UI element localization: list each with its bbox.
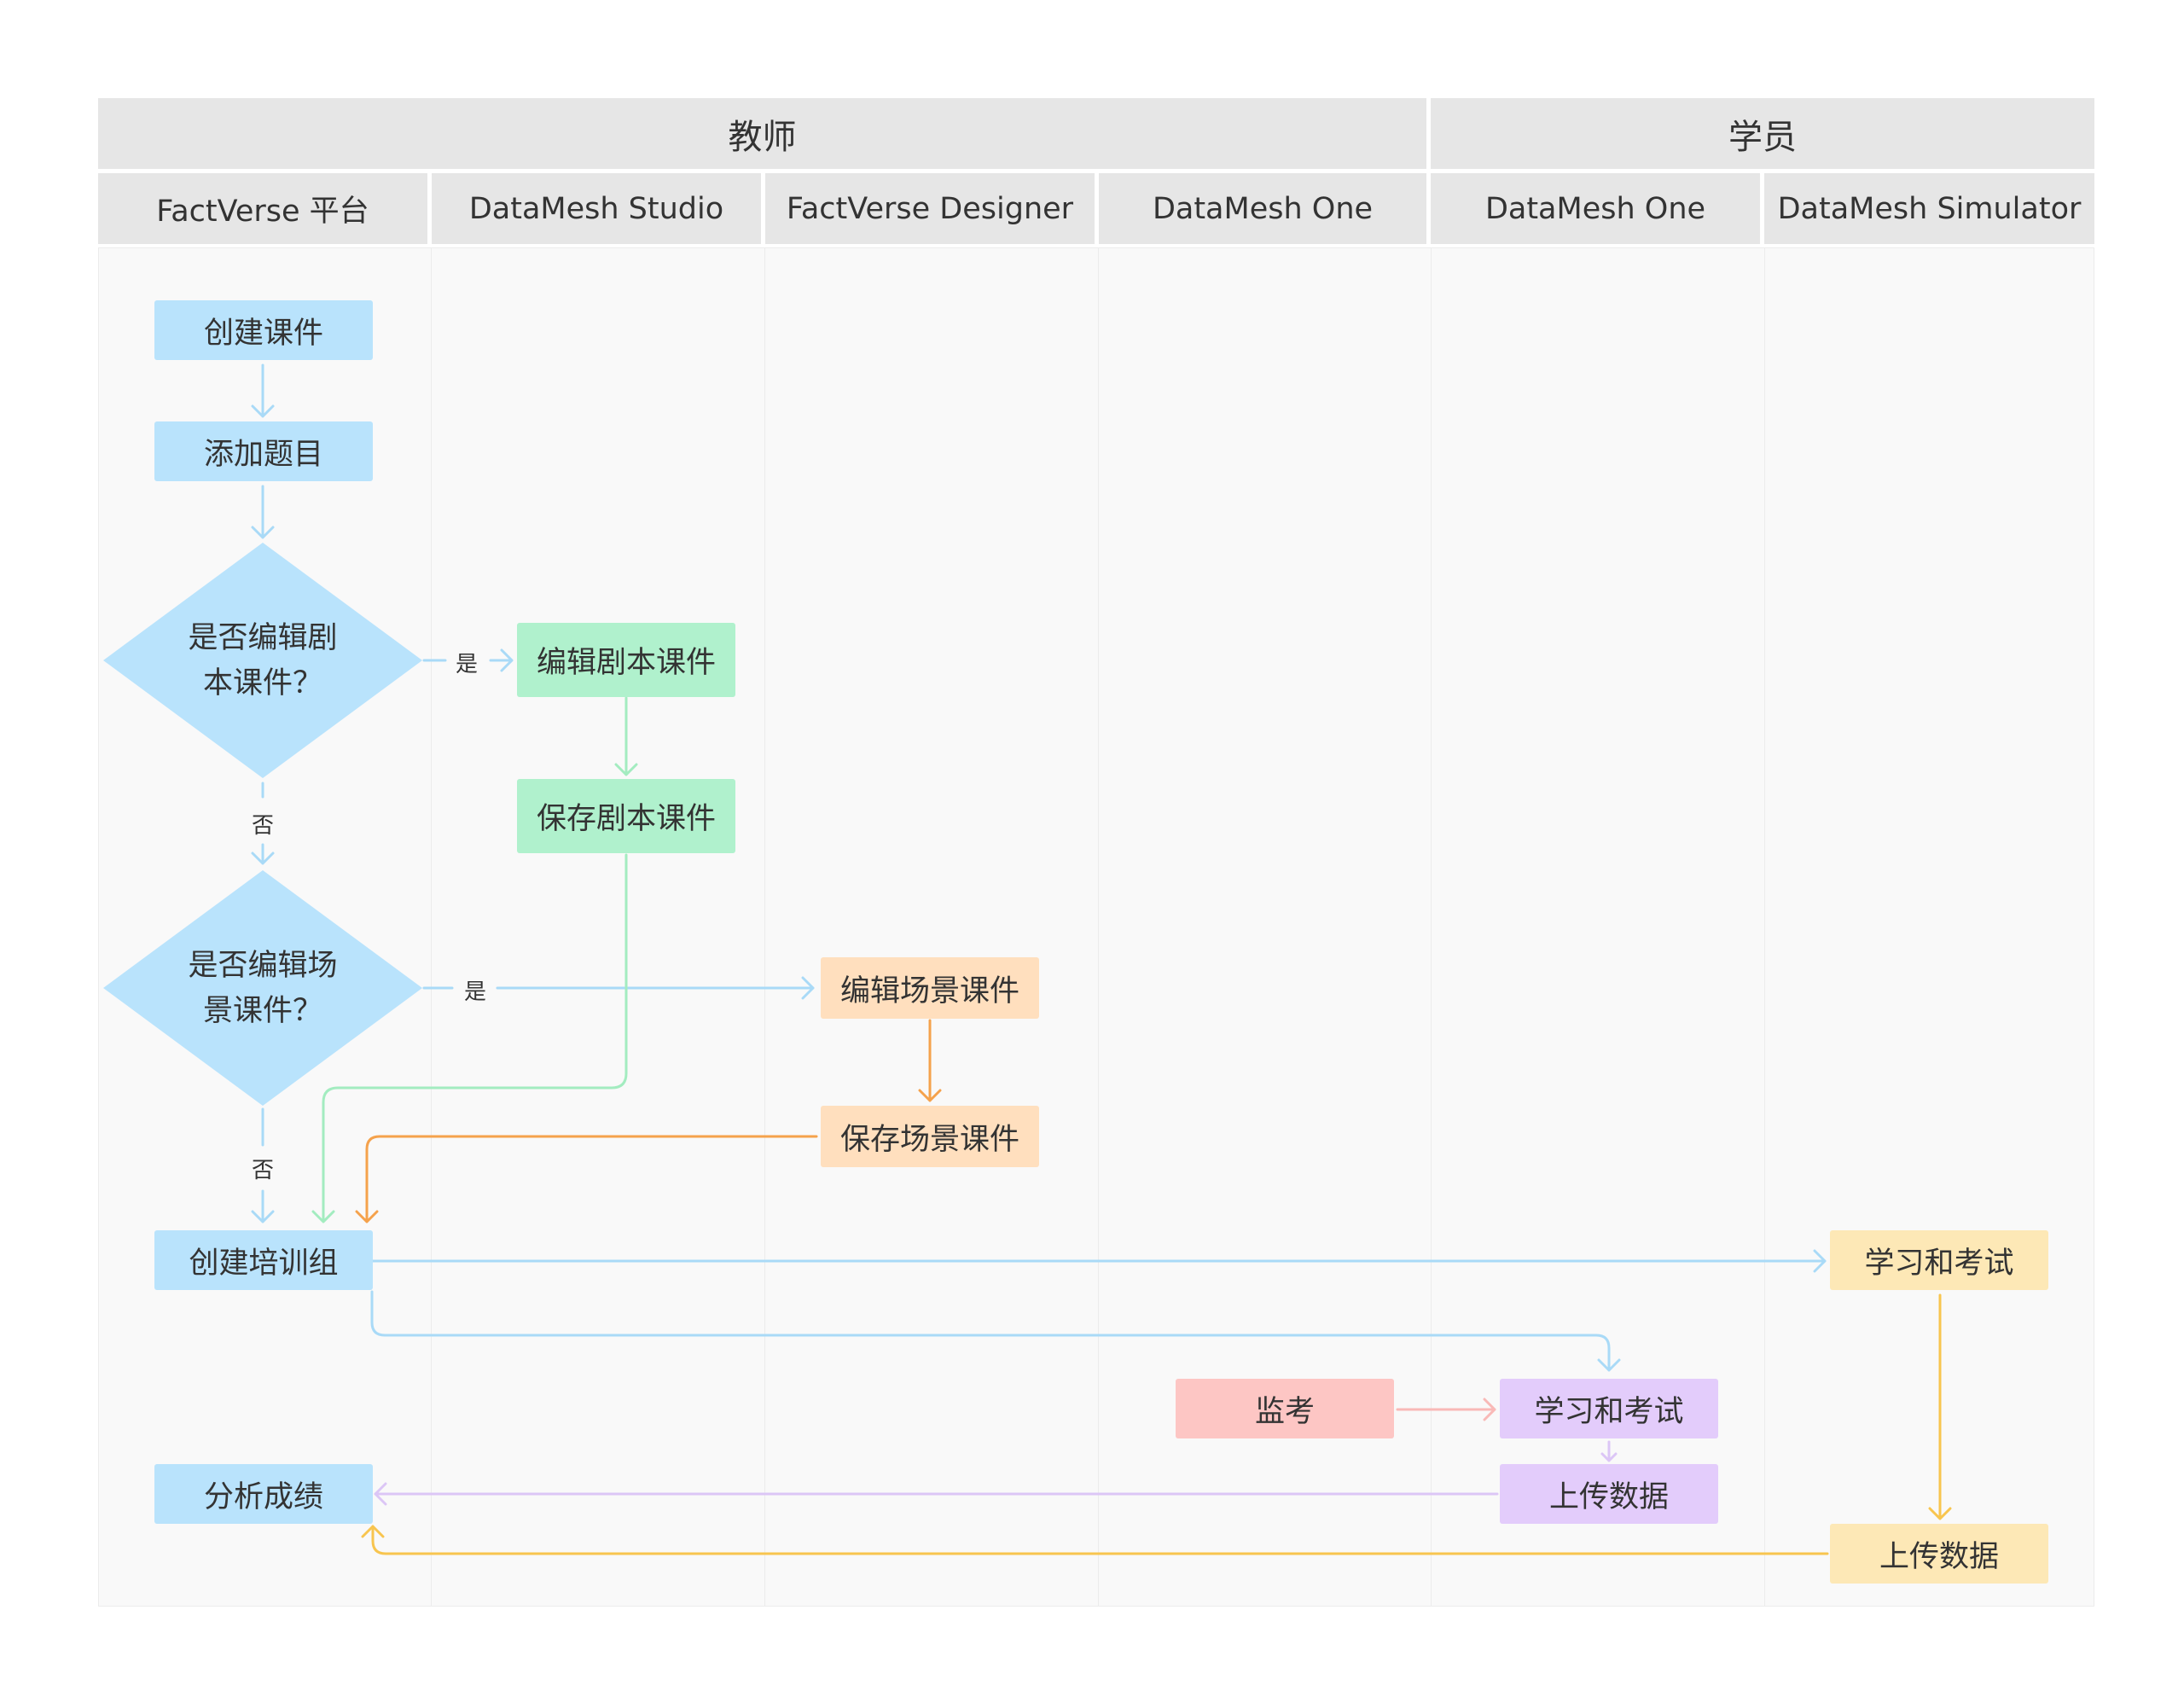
decision-diamond-script [103,543,422,778]
node-save-script-course: 保存剧本课件 [517,779,735,853]
green-connectors [311,696,638,1223]
edge-label-yes-script: 是 [452,647,482,678]
edge-label-yes-scene: 是 [461,974,491,1006]
node-analyze-scores: 分析成绩 [154,1464,373,1524]
lane-header-datamesh-one-teacher: DataMesh One [1099,173,1426,244]
group-header-teacher: 教师 [98,98,1426,169]
group-header-student: 学员 [1431,98,2094,169]
orange-connectors [355,1019,942,1223]
node-edit-script-course: 编辑剧本课件 [517,623,735,697]
decision-diamond-scene [103,870,422,1106]
node-study-exam-one: 学习和考试 [1500,1379,1718,1438]
lane-header-datamesh-studio: DataMesh Studio [432,173,761,244]
node-invigilate: 监考 [1176,1379,1394,1438]
lane-header-datamesh-simulator: DataMesh Simulator [1764,173,2094,244]
lane-header-datamesh-one-student: DataMesh One [1431,173,1760,244]
node-add-questions: 添加题目 [154,421,373,481]
purple-connectors [374,1440,1618,1506]
lane-body-datamesh-simulator [1764,247,2094,1607]
decision-scene-label: 是否编辑场景课件？ [188,949,338,1028]
lane-body-datamesh-studio [431,247,765,1607]
edge-label-no-script: 否 [248,808,278,840]
node-edit-scene-course: 编辑场景课件 [821,957,1039,1019]
yellow-connectors [361,1293,1952,1555]
node-create-course: 创建课件 [154,300,373,360]
edge-label-no-scene: 否 [248,1153,278,1184]
lane-header-factverse-platform: FactVerse 平台 [98,173,427,244]
node-upload-data-one: 上传数据 [1500,1464,1718,1524]
node-save-scene-course: 保存场景课件 [821,1106,1039,1167]
node-create-training-group: 创建培训组 [154,1230,373,1290]
node-upload-data-simulator: 上传数据 [1830,1524,2048,1584]
lane-header-factverse-designer: FactVerse Designer [765,173,1095,244]
node-study-exam-simulator: 学习和考试 [1830,1230,2048,1290]
decision-script-label: 是否编辑剧本课件？ [188,621,338,700]
blue-connectors [251,363,1827,1372]
red-connectors [1396,1398,1496,1421]
